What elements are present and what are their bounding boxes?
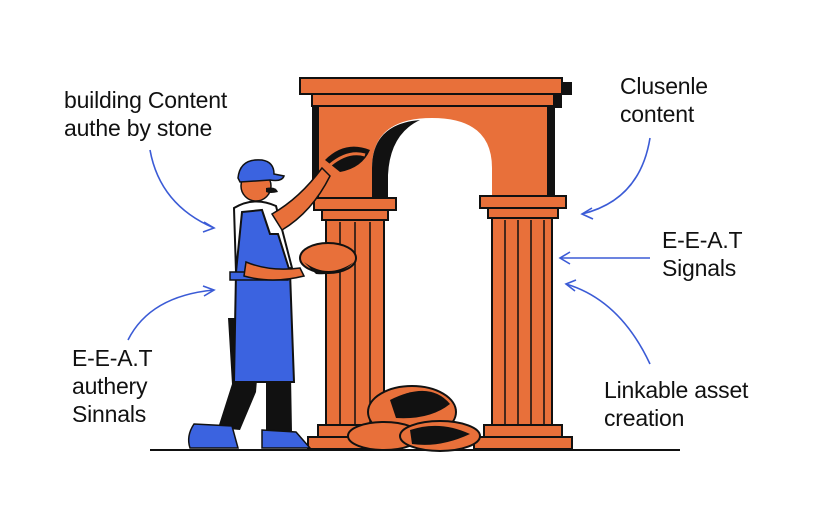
arrow-linkable [564,279,651,365]
label-linkable-line1: Linkable asset [604,377,749,403]
right-column [473,195,573,450]
stone-pile-icon [347,385,481,452]
label-clusenle-line1: Clusenle [620,73,708,99]
arrow-eeat-left [127,285,216,341]
label-eeat-left-line1: E-E-A.T [72,345,153,371]
arch-icon [299,77,572,205]
label-eeat-right-line1: E-E-A.T [662,227,743,253]
label-eeat-signals-right: E-E-A.T Signals [662,226,743,282]
label-eeat-signals-left: E-E-A.T authery Sinnals [72,344,153,428]
label-clusenle-line2: content [620,101,695,127]
label-building-content: building Content authe by stone [64,86,227,142]
arrow-clusenle [580,137,651,220]
label-eeat-left-line2: authery [72,373,148,399]
stonemason-figure [187,159,357,449]
label-linkable-line2: creation [604,405,685,431]
label-eeat-left-line3: Sinnals [72,401,147,427]
label-clusenle-content: Clusenle content [620,72,708,128]
label-building-line1: building Content [64,87,228,113]
arrow-building [149,149,216,233]
arrow-eeat-right [558,251,650,265]
label-building-line2: authe by stone [64,115,213,141]
label-linkable-asset: Linkable asset creation [604,376,748,432]
label-eeat-right-line2: Signals [662,255,737,281]
